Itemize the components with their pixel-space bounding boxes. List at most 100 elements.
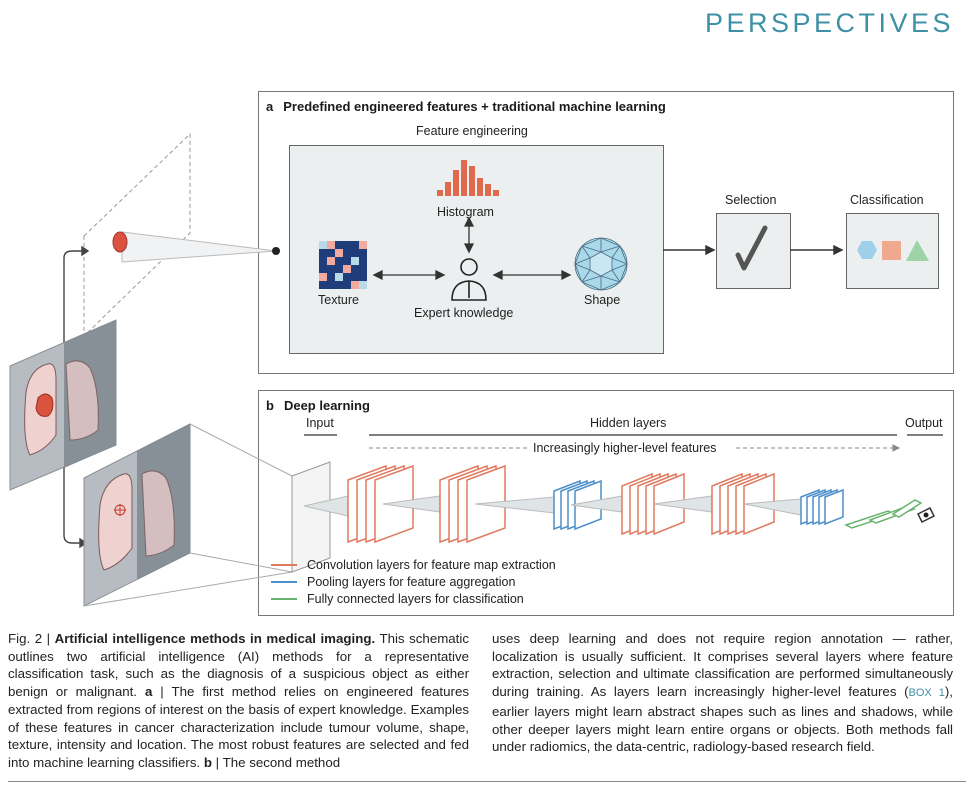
caption-column-1: Fig. 2 | Artificial intelligence methods… (8, 630, 469, 772)
selection-label: Selection (725, 193, 777, 207)
texture-cell (343, 273, 351, 281)
histogram-chart (437, 160, 499, 196)
caption-text-2: | The first method relies on engineered … (8, 684, 469, 770)
legend-item-pooling: Pooling layers for feature aggregation (271, 573, 556, 590)
legend-line-pooling (271, 580, 297, 583)
texture-cell (319, 265, 327, 273)
feature-engineering-label: Feature engineering (416, 124, 528, 138)
input-frustum (83, 423, 293, 607)
texture-cell (359, 241, 367, 249)
legend-item-fully-connected: Fully connected layers for classificatio… (271, 590, 556, 607)
caption-title: Artificial intelligence methods in medic… (54, 631, 376, 646)
panel-b-title: b Deep learning (266, 398, 370, 413)
legend-label-fully-connected: Fully connected layers for classificatio… (307, 591, 524, 606)
hidden-layers-label: Hidden layers (590, 416, 667, 430)
texture-cell (335, 265, 343, 273)
ct-arrows (63, 245, 90, 549)
texture-cell (327, 273, 335, 281)
texture-cell (351, 249, 359, 257)
shape-label: Shape (584, 293, 621, 307)
roi-projection (83, 132, 277, 338)
texture-cell (335, 249, 343, 257)
panel-a-heading: Predefined engineered features + traditi… (283, 99, 666, 114)
texture-cell (351, 257, 359, 265)
ct-slice-a (9, 319, 117, 491)
caption-letter-b: b (203, 754, 212, 770)
higher-level-arrow (369, 444, 901, 452)
box-1-link[interactable]: BOX 1 (908, 687, 945, 700)
classification-shapes (857, 240, 929, 261)
input-label: Input (306, 416, 334, 430)
panel-b-heading: Deep learning (283, 398, 370, 413)
expert-knowledge-label: Expert knowledge (414, 306, 514, 320)
texture-cell (319, 257, 327, 265)
texture-cell (359, 281, 367, 289)
texture-cell (319, 241, 327, 249)
caption-letter-a: a (144, 684, 153, 700)
texture-cell (343, 257, 351, 265)
increasing-features-label: Increasingly higher-level features (533, 441, 717, 455)
texture-cell (319, 249, 327, 257)
caption-text-4: uses deep learning and does not require … (492, 631, 953, 700)
texture-cell (327, 265, 335, 273)
caption-text-5: ), earlier layers might learn abstract s… (492, 684, 953, 755)
texture-grid (319, 241, 367, 289)
panel-a-title: a Predefined engineered features + tradit… (266, 99, 666, 114)
hexagon-icon (857, 241, 877, 259)
texture-cell (351, 273, 359, 281)
panel-a-letter: a (266, 99, 274, 114)
histogram-label: Histogram (437, 205, 494, 219)
texture-cell (327, 257, 335, 265)
texture-cell (327, 241, 335, 249)
texture-cell (343, 265, 351, 273)
caption-column-2: uses deep learning and does not require … (492, 630, 953, 756)
texture-cell (335, 241, 343, 249)
legend-line-fully-connected (271, 597, 297, 600)
texture-cell (343, 281, 351, 289)
caption-fig-number: Fig. 2 | (8, 631, 55, 646)
panel-b-letter: b (266, 398, 274, 413)
ct-slice-b (83, 423, 191, 607)
texture-cell (359, 273, 367, 281)
section-header: PERSPECTIVES (704, 8, 954, 38)
expert-icon (451, 258, 487, 301)
texture-cell (335, 257, 343, 265)
pool-layer (824, 488, 844, 526)
texture-cell (351, 265, 359, 273)
tumour-icon (112, 231, 128, 253)
texture-cell (319, 281, 327, 289)
cnn-layers (303, 464, 936, 544)
texture-cell (335, 273, 343, 281)
texture-cell (351, 281, 359, 289)
classification-label: Classification (850, 193, 924, 207)
checkmark-icon (735, 225, 768, 271)
texture-label: Texture (318, 293, 359, 307)
legend: Convolution layers for feature map extra… (271, 556, 556, 607)
legend-item-convolution: Convolution layers for feature map extra… (271, 556, 556, 573)
texture-cell (327, 281, 335, 289)
roi-dot (272, 247, 280, 255)
caption-text-3: | The second method (211, 754, 341, 770)
texture-cell (327, 249, 335, 257)
input-volume (291, 461, 331, 573)
triangle-icon (906, 240, 929, 261)
square-icon (882, 241, 901, 260)
pipeline-arrows (663, 244, 844, 256)
legend-label-convolution: Convolution layers for feature map extra… (307, 557, 556, 572)
texture-cell (343, 249, 351, 257)
legend-line-convolution (271, 563, 297, 566)
texture-cell (335, 281, 343, 289)
texture-cell (359, 265, 367, 273)
fully-connected-layer (891, 499, 923, 518)
texture-cell (351, 241, 359, 249)
feature-arrows (372, 216, 572, 281)
bottom-rule (8, 781, 966, 782)
shape-sphere (574, 237, 628, 291)
texture-cell (319, 273, 327, 281)
legend-label-pooling: Pooling layers for feature aggregation (307, 574, 516, 589)
caption-text-1: This schematic outlines two artificial i… (8, 631, 469, 700)
texture-cell (359, 257, 367, 265)
output-label: Output (905, 416, 943, 430)
output-dot (923, 512, 929, 518)
